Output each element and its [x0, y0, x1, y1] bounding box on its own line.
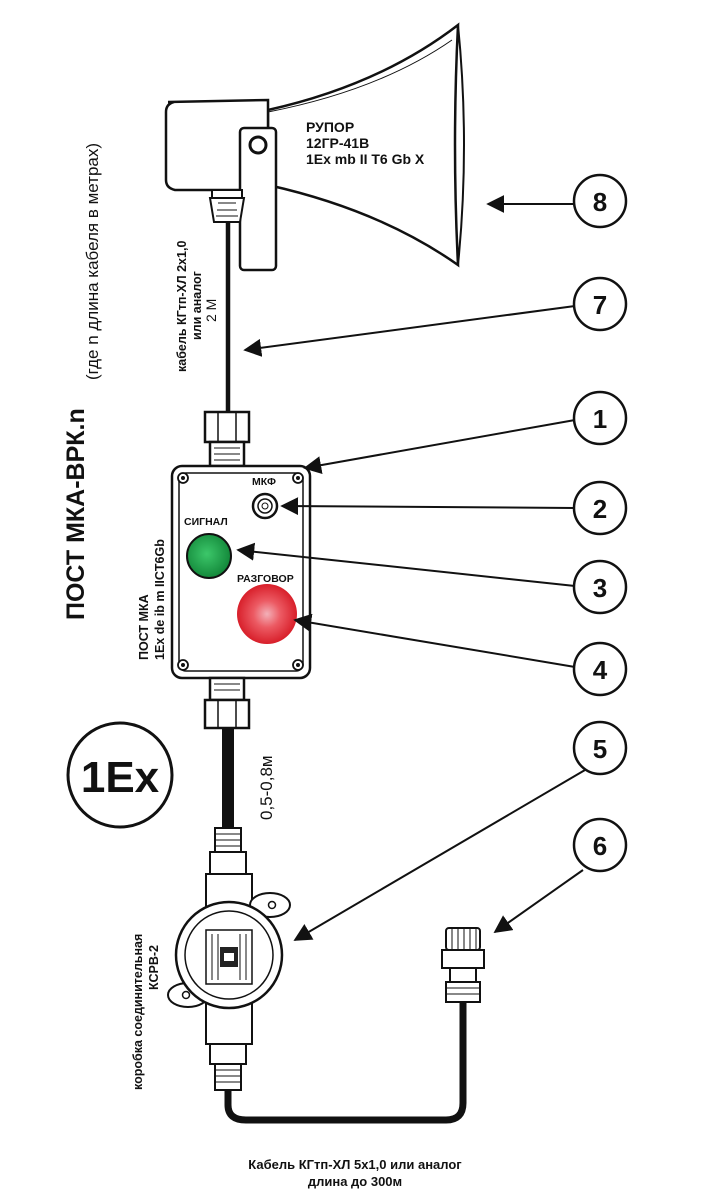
- diagram-title: ПОСТ МКА-ВРК.n: [62, 408, 90, 620]
- cable-bottom-labels: Кабель КГтп-ХЛ 5х1,0 или аналог длина до…: [248, 1157, 462, 1189]
- callout-1: 1: [572, 390, 628, 446]
- callout-arrow-7: [243, 305, 576, 357]
- ex-badge: 1Ex: [66, 721, 174, 829]
- callout-8: 8: [572, 173, 628, 229]
- callout-arrow-5: [293, 769, 586, 941]
- cable-top-line3: 2 М: [203, 299, 219, 322]
- callout-5-label: 5: [593, 734, 607, 764]
- cable-box-to-connector: [224, 1002, 467, 1124]
- callout-2: 2: [572, 480, 628, 536]
- box-labels: коробка соединительная КСРВ-2: [131, 934, 161, 1090]
- horn-speaker: [164, 22, 465, 272]
- box-line1: коробка соединительная: [131, 934, 145, 1090]
- callout-6-label: 6: [593, 831, 607, 861]
- callout-arrow-1: [303, 419, 576, 475]
- corner-screw: [292, 659, 304, 671]
- cable-bottom-line2: длина до 300м: [308, 1174, 402, 1189]
- signal-button[interactable]: [186, 533, 232, 579]
- talk-button[interactable]: [237, 584, 297, 644]
- callout-8-label: 8: [593, 187, 607, 217]
- horn-model: 12ГР-41В: [306, 135, 369, 151]
- mic-label: МКФ: [252, 476, 276, 488]
- callout-7: 7: [572, 276, 628, 332]
- callout-2-label: 2: [593, 494, 607, 524]
- callout-arrow-4: [293, 613, 576, 668]
- ex-badge-text: 1Ex: [81, 753, 160, 802]
- cable-top-labels: кабель КГтп-ХЛ 2х1,0 или аналог 2 М: [175, 241, 219, 372]
- corner-screw: [177, 472, 189, 484]
- callout-3-label: 3: [593, 573, 607, 603]
- callout-7-label: 7: [593, 290, 607, 320]
- post-bottom-gland: [203, 676, 251, 730]
- cable-connector: [441, 927, 485, 1003]
- junction-box: [167, 827, 291, 1091]
- signal-label: СИГНАЛ: [184, 516, 228, 528]
- cable-bottom-line1: Кабель КГтп-ХЛ 5х1,0 или аналог: [248, 1157, 462, 1172]
- cable-top-line1: кабель КГтп-ХЛ 2х1,0: [175, 241, 189, 372]
- talk-label: РАЗГОВОР: [237, 573, 294, 585]
- cable-mid-label: 0,5-0,8м: [257, 755, 276, 820]
- diagram-title-note: (где n длина кабеля в метрах): [83, 143, 102, 380]
- callout-4-label: 4: [593, 655, 608, 685]
- horn-bell: [266, 22, 460, 268]
- horn-marking: 1Ex mb II T6 Gb X: [306, 151, 425, 167]
- callout-3: 3: [572, 559, 628, 615]
- post-labels: ПОСТ МКА 1Ex de ib m IICT6Gb: [137, 539, 167, 660]
- microphone-icon: [251, 492, 279, 520]
- horn-name: РУПОР: [306, 119, 354, 135]
- cable-post-to-box: [222, 728, 234, 828]
- post-top-gland: [203, 410, 251, 468]
- callout-circles: 8 7 1 2 3 4 5 6: [572, 173, 628, 873]
- callout-5: 5: [572, 720, 628, 776]
- horn-labels: РУПОР 12ГР-41В 1Ex mb II T6 Gb X: [306, 119, 425, 167]
- post-enclosure: МКФ СИГНАЛ РАЗГОВОР: [170, 464, 312, 680]
- title-group: ПОСТ МКА-ВРК.n (где n длина кабеля в мет…: [62, 143, 102, 620]
- callout-1-label: 1: [593, 404, 607, 434]
- cable-top-line2: или аналог: [190, 271, 204, 340]
- corner-screw: [177, 659, 189, 671]
- post-name: ПОСТ МКА: [137, 594, 151, 660]
- post-marking: 1Ex de ib m IICT6Gb: [153, 539, 167, 660]
- corner-screw: [292, 472, 304, 484]
- callout-arrow-2: [280, 497, 576, 516]
- callout-arrow-6: [493, 869, 584, 934]
- box-line2: КСРВ-2: [147, 945, 161, 990]
- callouts: [236, 195, 586, 941]
- callout-6: 6: [572, 817, 628, 873]
- callout-arrow-3: [236, 542, 576, 587]
- callout-4: 4: [572, 641, 628, 697]
